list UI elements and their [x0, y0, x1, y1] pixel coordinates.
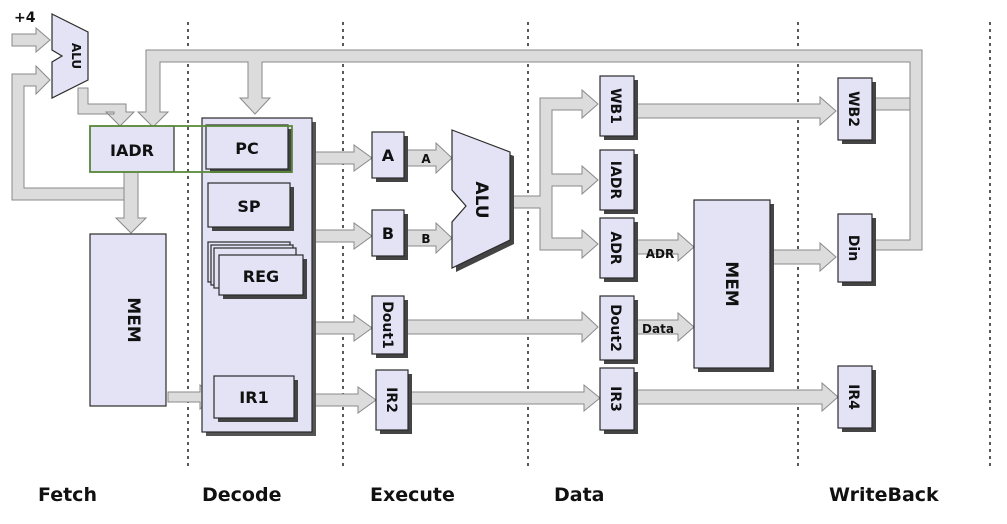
- wb2-label: WB2: [845, 91, 861, 127]
- wb1-label: WB1: [607, 88, 623, 124]
- wb2-register: [837, 77, 873, 141]
- adr-label: ADR: [607, 231, 623, 264]
- arrow-decode-to-dout1: [313, 314, 373, 342]
- ir1-label: IR1: [239, 388, 268, 407]
- stage-label-fetch: Fetch: [38, 484, 97, 506]
- arrow-decode-to-b: [313, 222, 373, 250]
- data-mem: [693, 199, 771, 369]
- execute-alu-label: ALU: [471, 181, 491, 218]
- ir2-label: IR2: [383, 387, 399, 413]
- dout2-label: Dout2: [607, 304, 623, 352]
- sp-register: [207, 182, 291, 228]
- sp-label: SP: [237, 197, 261, 216]
- arrow-adr-to-mem: [635, 231, 695, 263]
- execute-alu: [451, 129, 511, 269]
- ir4-label: IR4: [845, 384, 861, 410]
- ir3-label: IR3: [607, 386, 623, 412]
- arrow-a-to-alu: [405, 141, 453, 175]
- arrow-plus4-to-alu: [11, 26, 51, 54]
- arrow-b-to-alu: [405, 221, 453, 255]
- reg-label: REG: [243, 267, 279, 286]
- arrow-dout2-to-mem: [635, 311, 695, 343]
- fetch-mem: [89, 233, 167, 407]
- arrow-alu-to-data-stage: [509, 88, 599, 260]
- plus4-label: +4: [14, 10, 36, 26]
- fetch-alu-label: ALU: [69, 43, 83, 69]
- pc-register: [205, 124, 289, 170]
- arrow-wb2-to-bus: [873, 97, 911, 111]
- arrow-dout1-to-dout2: [405, 310, 599, 344]
- pc-label: PC: [235, 139, 258, 158]
- arrow-writeback-feedback-bus: [136, 49, 923, 251]
- arrow-ir1-to-ir2: [313, 386, 377, 414]
- reg-file: [218, 254, 304, 296]
- iadr-data-label: IADR: [607, 161, 623, 200]
- stage-label-data: Data: [554, 484, 605, 506]
- dout1-register: [371, 295, 405, 355]
- bus-b-label: B: [421, 232, 430, 246]
- din-register: [837, 213, 873, 283]
- ir3-register: [599, 367, 635, 431]
- dout2-register: [599, 295, 635, 361]
- din-label: Din: [845, 235, 861, 261]
- stage-label-execute: Execute: [370, 484, 455, 506]
- stage-label-writeback: WriteBack: [829, 484, 939, 506]
- ir1-register: [213, 375, 295, 419]
- ir4-register: [837, 365, 873, 429]
- data-mem-label: MEM: [721, 261, 741, 306]
- arrow-iadr-to-mem: [114, 169, 148, 234]
- dout1-label: Dout1: [379, 301, 395, 349]
- fetch-mem-label: MEM: [123, 297, 143, 342]
- bus-adr-label: ADR: [646, 247, 675, 261]
- a-label: A: [382, 146, 395, 165]
- b-label: B: [382, 224, 394, 243]
- bus-data-label: Data: [642, 322, 674, 336]
- arrow-ir2-to-ir3: [409, 383, 601, 413]
- iadr-fetch-label: IADR: [110, 141, 154, 160]
- ir2-register: [375, 369, 409, 431]
- fetch-alu: [51, 13, 89, 99]
- a-register: [371, 131, 405, 179]
- adr-register: [599, 217, 635, 279]
- bus-a-label: A: [421, 152, 431, 166]
- iadr-pc-highlight: [89, 125, 293, 173]
- arrow-alu-to-iadr: [77, 87, 136, 127]
- iadr-data-register: [599, 149, 635, 211]
- arrow-decode-to-a: [313, 144, 373, 172]
- arrow-mem-to-din: [771, 241, 837, 273]
- b-register: [371, 209, 405, 257]
- arrow-ir3-to-ir4: [635, 381, 839, 413]
- arrow-wb1-to-wb2: [635, 95, 837, 127]
- wb1-register: [599, 75, 635, 137]
- stage-label-decode: Decode: [202, 484, 281, 506]
